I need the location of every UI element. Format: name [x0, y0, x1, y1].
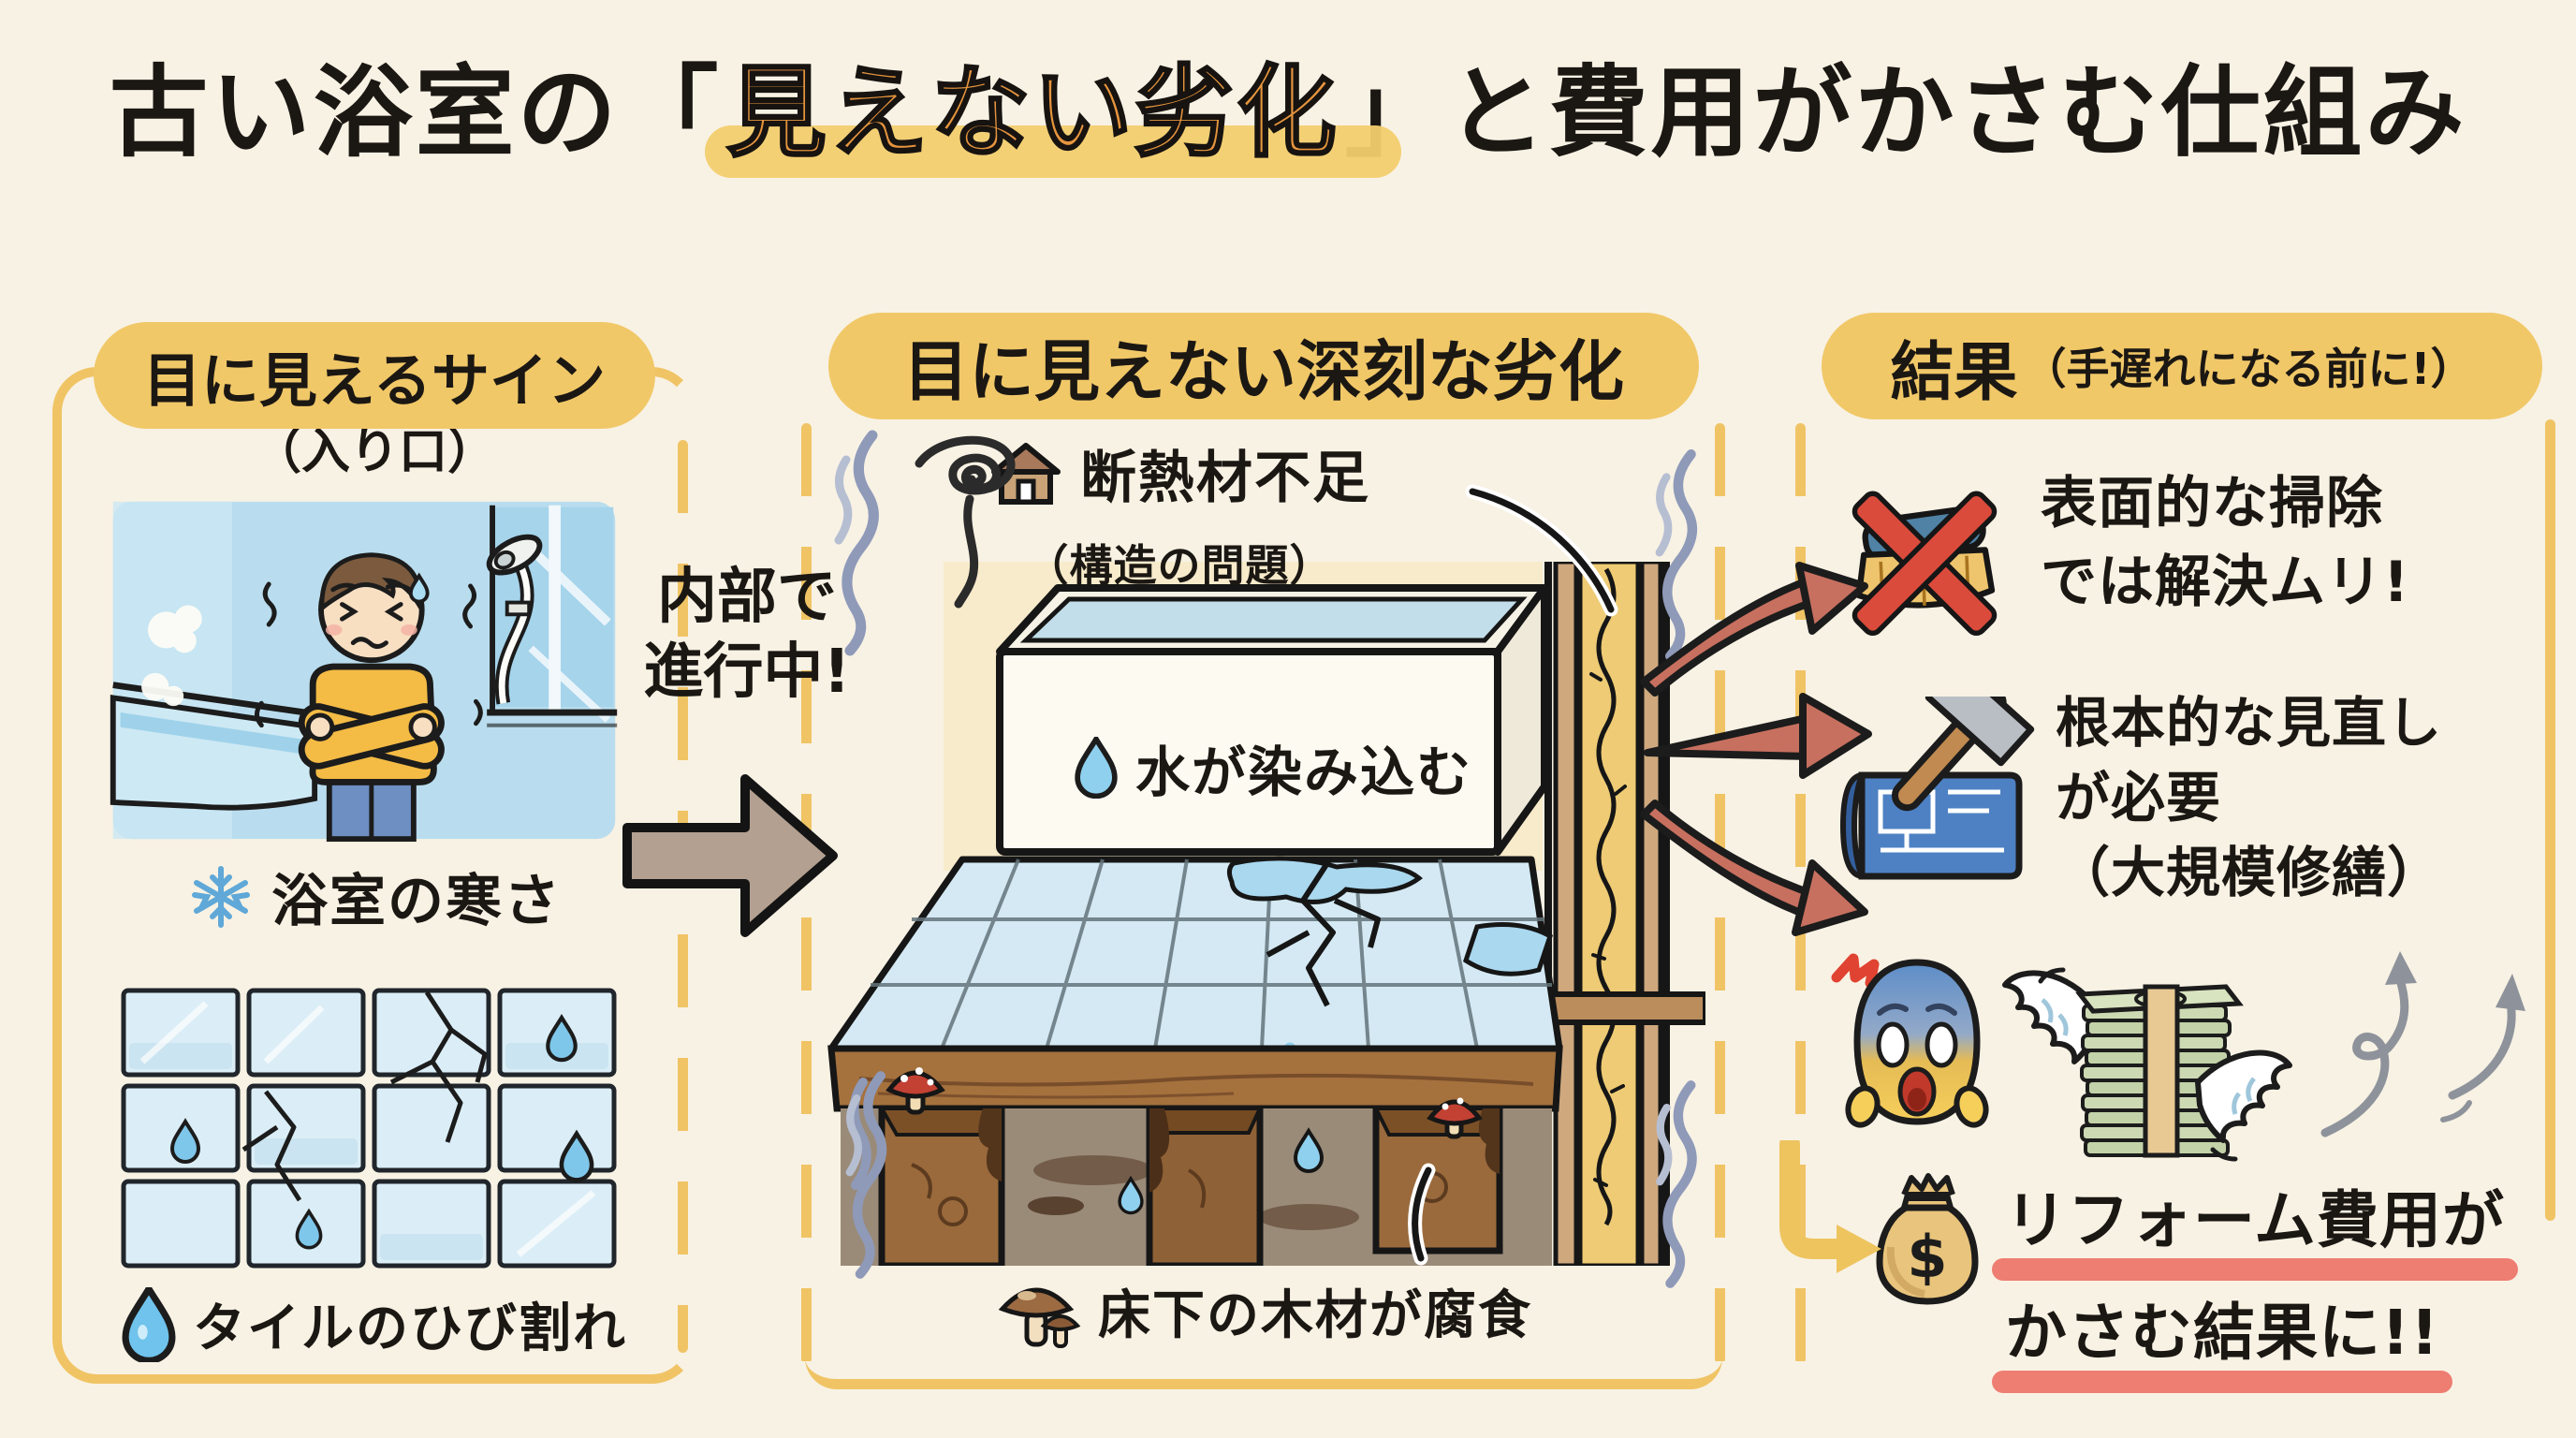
hidden-deterioration-panel: 目に見えない深刻な劣化	[805, 313, 1722, 1389]
hammer	[1891, 697, 2035, 812]
title-suffix: と費用がかさむ仕組み	[1446, 55, 2467, 170]
panel-header-label: 目に見えるサイン	[142, 346, 607, 415]
sign-cold-label: 浴室の寒さ	[271, 869, 562, 934]
middle-panel-right-dashed-edge	[1715, 423, 1725, 1364]
rotting-joists	[878, 1105, 1503, 1266]
cold-air-squiggle	[845, 1071, 887, 1279]
steam-puffs	[141, 605, 202, 707]
connector-line2: 進行中!	[643, 638, 851, 707]
tiled-floor	[827, 856, 1563, 1117]
water-drop-icon	[122, 1287, 176, 1362]
tile-cracks	[242, 990, 488, 1202]
progress-connector-label: 内部で 進行中!	[607, 560, 887, 710]
cold-air-squiggle	[1655, 449, 1698, 661]
sign-item-cracks: タイルのひび割れ	[62, 1286, 687, 1362]
scream-emoji-icon	[1831, 953, 1989, 1128]
label-pointer-curve	[1465, 484, 1618, 617]
results-panel-right-border	[2545, 419, 2555, 1221]
blueprint-hammer-icon	[1839, 697, 2035, 880]
arrow-to-costs	[1640, 800, 1820, 919]
sign-cracks-label: タイルのひび割れ	[193, 1299, 627, 1359]
rotting-wood-text: 床下の木材が腐食	[1098, 1284, 1532, 1346]
result2-line1: 根本的な見直し	[2056, 691, 2443, 755]
snowflake-icon	[192, 865, 250, 928]
result1-text: 表面的な掃除 では解決ムリ!	[2041, 464, 2409, 622]
swirl-arrows-icon	[2320, 951, 2525, 1137]
red-x-mark	[1852, 491, 1998, 637]
shower-head	[486, 534, 543, 705]
water-soaks-text: 水が染み込む	[1134, 741, 1472, 804]
red-result-arrows	[1640, 562, 1872, 936]
result3-line2: かさむ結果に!!	[1991, 1277, 2453, 1394]
results-header-note: （手遅れになる前に!）	[2023, 344, 2474, 394]
panel-header-visible-signs: 目に見えるサイン	[94, 322, 655, 429]
sign-item-cold: 浴室の寒さ	[62, 856, 687, 937]
left-panel-dashed-edge	[678, 440, 688, 1353]
bathtub-cross-section-illustration	[827, 562, 1705, 1266]
cold-air-squiggle	[1656, 1080, 1697, 1288]
result1-line1: 表面的な掃除	[2041, 471, 2383, 536]
panel-subtitle: （入り口）	[252, 424, 496, 480]
money-band	[2143, 984, 2180, 1158]
cold-air-squiggle	[834, 430, 879, 656]
result2-line3: （大規模修繕）	[2056, 841, 2443, 905]
title-prefix: 古い浴室の	[109, 55, 620, 170]
dollar-symbol: $	[1907, 1223, 1947, 1291]
shivering-person	[255, 552, 483, 843]
insulation-text: 断熱材不足	[1080, 446, 1370, 511]
cracked-tiles-illustration	[121, 988, 617, 1269]
result3-line1: リフォーム費用が	[1991, 1165, 2519, 1282]
elbow-arrow-icon	[1779, 1140, 1881, 1273]
mushrooms	[886, 1067, 1483, 1139]
result2-text: 根本的な見直し が必要 （大規模修繕）	[2056, 685, 2442, 910]
result3-text: リフォーム費用が かさむ結果に!!	[1991, 1165, 2519, 1394]
panel-header-label: 目に見えない深刻な劣化	[903, 332, 1624, 410]
money-bag-icon: $	[1876, 1173, 1979, 1305]
brush-x-icon	[1852, 491, 1998, 637]
arrow-to-renovation	[1644, 713, 1814, 760]
right-block-arrow-icon	[622, 774, 838, 937]
cold-bathroom-illustration	[110, 501, 618, 843]
arrow-to-cleaning	[1640, 577, 1820, 697]
panel-header-results: 結果 （手遅れになる前に!）	[1822, 313, 2542, 419]
panel-header-hidden-deterioration: 目に見えない深刻な劣化	[828, 313, 1699, 419]
insulation-layer	[1577, 562, 1641, 1266]
page-title: 古い浴室の「見えない劣化」と費用がかさむ仕組み	[0, 32, 2576, 176]
visible-signs-panel: 目に見えるサイン （入り口）	[52, 322, 696, 1384]
bathtub	[996, 584, 1548, 856]
results-header-label: 結果	[1890, 335, 2018, 410]
connector-line1: 内部で	[657, 563, 837, 632]
result2-line2: が必要	[2056, 766, 2222, 830]
title-bracket-open: 「	[619, 55, 722, 170]
result1-line2: では解決ムリ!	[2041, 550, 2410, 615]
results-panel: 結果 （手遅れになる前に!） 表面的な掃除 では解決ムリ!	[1803, 313, 2561, 1397]
water-soaks-label: 水が染み込む	[1011, 728, 1535, 807]
shiver-lines	[255, 581, 483, 728]
scribble-swirl-icon	[915, 435, 1016, 609]
rotting-wood-label: 床下の木材が腐食	[889, 1271, 1638, 1350]
middle-panel-left-dashed-edge	[801, 423, 812, 1364]
title-highlight: 見えない劣化	[722, 54, 1345, 172]
hair	[319, 552, 424, 617]
winged-money-icon	[2002, 967, 2292, 1162]
insulation-note: （構造の問題）	[1025, 540, 1334, 591]
floor-crack	[1266, 861, 1381, 1007]
water-drop-icon	[1074, 737, 1119, 799]
crossed-arms	[298, 703, 445, 770]
mushroom-icon	[998, 1287, 1081, 1348]
